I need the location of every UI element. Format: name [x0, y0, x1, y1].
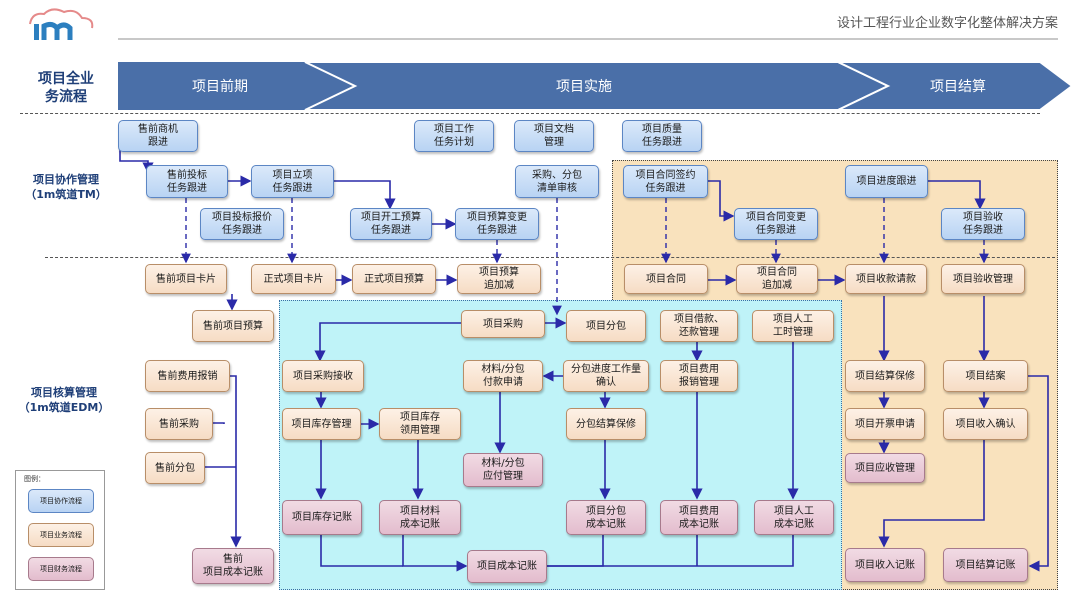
- node-presale-cost[interactable]: 售前 项目成本记账: [192, 548, 274, 584]
- phase-implementation: 项目实施: [556, 79, 612, 95]
- node-budget-adjust[interactable]: 项目预算 追加减: [457, 264, 541, 294]
- node-presale-purchase[interactable]: 售前采购: [145, 408, 213, 440]
- legend: 图例： 项目协作流程 项目业务流程 项目财务流程: [15, 470, 105, 590]
- node-inventory-mgmt[interactable]: 项目库存管理: [282, 408, 361, 440]
- node-contract-adjust[interactable]: 项目合同 追加减: [736, 264, 818, 294]
- node-settlement-warranty[interactable]: 项目结算保修: [845, 360, 925, 392]
- implementation-region: [279, 300, 842, 590]
- node-project-subcontract[interactable]: 项目分包: [566, 310, 646, 342]
- node-inventory-use[interactable]: 项目库存 领用管理: [379, 408, 461, 440]
- phase-settlement: 项目结算: [930, 79, 986, 95]
- lane-label-tm: 项目协作管理 （1m筑道TM）: [25, 173, 107, 201]
- node-expense-cost[interactable]: 项目费用 成本记账: [660, 500, 738, 535]
- lane-divider-middle: [45, 257, 1055, 258]
- node-presale-subcontract[interactable]: 售前分包: [145, 452, 205, 484]
- node-acceptance-task[interactable]: 项目验收 任务跟进: [941, 208, 1025, 240]
- legend-item-business: 项目业务流程: [28, 523, 94, 547]
- legend-item-collab: 项目协作流程: [28, 489, 94, 513]
- node-sub-settlement-warranty[interactable]: 分包结算保修: [566, 408, 646, 440]
- node-inventory-record[interactable]: 项目库存记账: [282, 500, 362, 535]
- node-labor-cost[interactable]: 项目人工 成本记账: [754, 500, 834, 535]
- node-presale-opportunity[interactable]: 售前商机 跟进: [118, 120, 198, 152]
- node-sub-progress-confirm[interactable]: 分包进度工作量 确认: [563, 360, 649, 392]
- node-settlement-record[interactable]: 项目结算记账: [943, 548, 1028, 582]
- node-project-purchase[interactable]: 项目采购: [461, 310, 545, 338]
- node-loan-repay[interactable]: 项目借款、 还款管理: [660, 310, 738, 342]
- node-progress-track[interactable]: 项目进度跟进: [845, 165, 928, 198]
- node-project-cost[interactable]: 项目成本记账: [467, 550, 547, 583]
- node-material-cost[interactable]: 项目材料 成本记账: [379, 500, 461, 535]
- node-presale-bid[interactable]: 售前投标 任务跟进: [146, 165, 228, 198]
- node-start-budget[interactable]: 项目开工预算 任务跟进: [350, 208, 432, 240]
- node-receivable-mgmt[interactable]: 项目应收管理: [845, 453, 925, 483]
- header-divider: [118, 38, 1058, 40]
- node-revenue-confirm[interactable]: 项目收入确认: [943, 408, 1028, 440]
- legend-title: 图例：: [24, 475, 45, 483]
- node-project-doc[interactable]: 项目文档 管理: [514, 120, 594, 152]
- im-logo: [29, 8, 94, 40]
- lane-label-edm: 项目核算管理 （1m筑道EDM）: [18, 386, 110, 414]
- node-formal-budget[interactable]: 正式项目预算: [352, 264, 436, 294]
- node-project-quality[interactable]: 项目质量 任务跟进: [622, 120, 702, 152]
- node-acceptance-mgmt[interactable]: 项目验收管理: [941, 264, 1025, 294]
- node-contract-sign[interactable]: 项目合同签约 任务跟进: [623, 165, 708, 198]
- lane-divider-top: [20, 113, 1040, 114]
- legend-item-finance: 项目财务流程: [28, 557, 94, 581]
- node-contract[interactable]: 项目合同: [624, 264, 708, 294]
- node-formal-card[interactable]: 正式项目卡片: [251, 264, 336, 294]
- document-title: 设计工程行业企业数字化整体解决方案: [836, 16, 1058, 31]
- node-purchase-list-review[interactable]: 采购、分包 清单审核: [515, 165, 599, 198]
- node-purchase-receive[interactable]: 项目采购接收: [282, 360, 364, 392]
- node-contract-change[interactable]: 项目合同变更 任务跟进: [734, 208, 818, 240]
- node-project-settlement[interactable]: 项目结案: [943, 360, 1028, 392]
- node-presale-expense[interactable]: 售前费用报销: [145, 360, 230, 392]
- phase-arrow-band: [118, 61, 1074, 111]
- node-revenue-record[interactable]: 项目收入记账: [845, 548, 925, 582]
- node-material-payable[interactable]: 材料/分包 应付管理: [463, 453, 543, 487]
- node-labor-hours[interactable]: 项目人工 工时管理: [752, 310, 834, 342]
- node-project-setup[interactable]: 项目立项 任务跟进: [251, 165, 334, 198]
- phase-pre-project: 项目前期: [192, 79, 248, 95]
- lane-label-business: 项目全业 务流程: [38, 71, 94, 105]
- node-sub-cost[interactable]: 项目分包 成本记账: [566, 500, 646, 535]
- node-budget-change[interactable]: 项目预算变更 任务跟进: [455, 208, 539, 240]
- node-project-task-plan[interactable]: 项目工作 任务计划: [414, 120, 494, 152]
- node-collection-request[interactable]: 项目收款请款: [845, 264, 927, 294]
- node-presale-budget[interactable]: 售前项目预算: [192, 310, 274, 342]
- node-presale-card[interactable]: 售前项目卡片: [145, 264, 227, 294]
- node-invoice-request[interactable]: 项目开票申请: [845, 408, 925, 440]
- node-bid-quote[interactable]: 项目投标报价 任务跟进: [200, 208, 284, 240]
- node-material-pay-request[interactable]: 材料/分包 付款申请: [463, 360, 543, 392]
- node-expense-claim[interactable]: 项目费用 报销管理: [660, 360, 738, 392]
